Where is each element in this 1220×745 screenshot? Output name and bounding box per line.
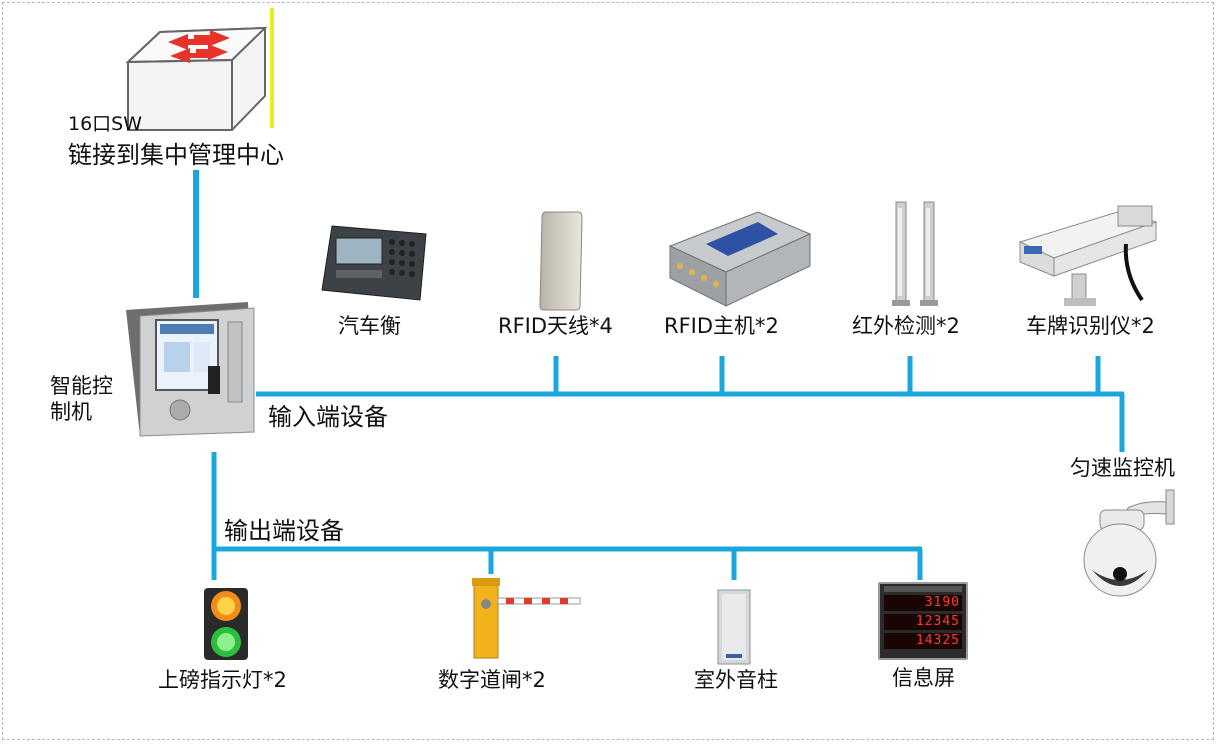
- input-device-label-truck-scale: 汽车衡: [338, 314, 401, 338]
- rfid-antenna-icon: [539, 211, 583, 311]
- input-device-label-plate-camera: 车牌识别仪*2: [1026, 314, 1155, 338]
- controller-label-line2: 制机: [50, 400, 92, 424]
- output-device-label-speaker: 室外音柱: [694, 668, 778, 692]
- barrier-gate-icon: [472, 578, 581, 659]
- controller-label-line1: 智能控: [50, 374, 113, 398]
- outdoor-speaker-icon: [717, 589, 751, 665]
- display-reading: 12345: [884, 614, 962, 630]
- traffic-light-icon: [204, 588, 248, 660]
- input-device-label-rfid-host: RFID主机*2: [664, 314, 779, 338]
- output-device-label-barrier-gate: 数字道闸*2: [438, 668, 546, 692]
- display-reading: 14325: [884, 633, 962, 649]
- monitor-label: 匀速监控机: [1070, 456, 1175, 480]
- output-device-label-display: 信息屏: [892, 666, 955, 690]
- truck-scale-indicator-icon: [321, 225, 427, 301]
- network-switch-icon: [125, 26, 268, 131]
- display-header-bar: [884, 586, 962, 592]
- output-bus-label: 输出端设备: [224, 517, 344, 545]
- display-reading: 3190: [884, 595, 962, 611]
- switch-model-label: 16口SW: [68, 113, 143, 135]
- smart-controller-icon: [126, 302, 255, 437]
- input-device-label-rfid-antenna: RFID天线*4: [498, 314, 613, 338]
- license-plate-camera-icon: [1018, 205, 1158, 306]
- switch-link-label: 链接到集中管理中心: [68, 141, 284, 169]
- input-bus-label: 输入端设备: [268, 403, 388, 431]
- input-device-label-infrared: 红外检测*2: [852, 314, 960, 338]
- info-display-screen: 3190 12345 14325: [878, 582, 968, 660]
- speed-dome-camera-icon: [1083, 489, 1175, 597]
- output-device-label-traffic-light: 上磅指示灯*2: [158, 668, 287, 692]
- infrared-detector-icon: [892, 201, 938, 306]
- rfid-host-icon: [668, 211, 812, 307]
